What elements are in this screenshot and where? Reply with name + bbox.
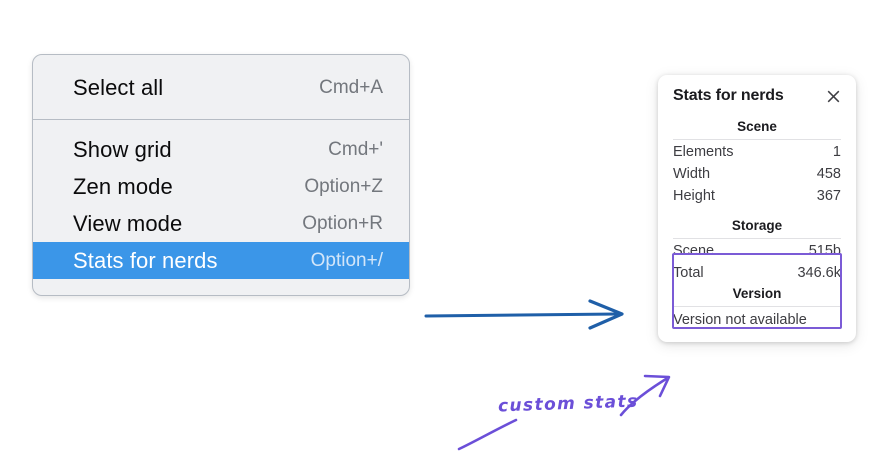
stat-row-width: Width 458 [658,163,856,185]
stat-key: Width [673,166,711,182]
menu-item-shortcut: Cmd+A [319,76,383,98]
section-rule [673,238,841,239]
section-heading: Version [732,286,782,301]
menu-item-shortcut: Option+/ [310,249,383,271]
menu-item-view-mode[interactable]: View mode Option+R [33,205,409,242]
annotation-label-custom-stats: custom stats [497,391,639,417]
section-rule [673,306,841,307]
section-storage: Storage Scene 515b Total 346.6k [658,216,856,284]
stats-panel-title: Stats for nerds [673,87,784,104]
menu-group-1: Select all Cmd+A [33,55,409,119]
stat-value: 1 [832,144,841,160]
callout-tail-stroke [457,418,518,451]
stat-value: 367 [816,188,841,204]
stat-value: 346.6k [797,265,841,281]
menu-group-2: Show grid Cmd+' Zen mode Option+Z View m… [33,120,409,295]
context-menu[interactable]: Select all Cmd+A Show grid Cmd+' Zen mod… [32,54,410,296]
menu-item-shortcut: Option+Z [304,175,383,197]
stat-key: Elements [673,144,734,160]
arrow-right-icon [424,299,624,330]
stat-key: Total [673,265,704,281]
stat-row-height: Height 367 [658,185,856,207]
stats-panel-header: Stats for nerds [658,87,856,105]
menu-item-stats-for-nerds[interactable]: Stats for nerds Option+/ [33,242,409,279]
section-heading: Storage [731,218,783,233]
stat-key: Scene [673,243,715,259]
menu-item-label: Show grid [73,136,172,162]
menu-item-select-all[interactable]: Select all Cmd+A [33,69,409,106]
menu-item-zen-mode[interactable]: Zen mode Option+Z [33,168,409,205]
stat-row-storage-scene: Scene 515b [658,240,856,262]
stat-row-storage-total: Total 346.6k [658,262,856,284]
menu-footer-spacer [33,279,409,295]
stat-key: Height [673,188,715,204]
stat-value: 515b [808,243,841,259]
section-rule [673,139,841,140]
section-version: Version Version not available [658,284,856,330]
menu-item-shortcut: Option+R [302,212,383,234]
section-scene: Scene Elements 1 Width 458 Height 367 [658,117,856,207]
custom-stats-region: Storage Scene 515b Total 346.6k Version … [658,207,856,330]
menu-item-label: Zen mode [73,173,173,199]
menu-item-label: Select all [73,74,164,100]
version-status-text: Version not available [673,312,807,328]
stat-value: 458 [816,166,841,182]
section-heading: Scene [737,119,777,134]
menu-item-shortcut: Cmd+' [328,138,383,160]
stats-for-nerds-panel: Stats for nerds Scene Elements 1 Width 4… [658,75,856,342]
stat-row-elements: Elements 1 [658,141,856,163]
menu-divider [33,119,409,120]
close-icon[interactable] [825,88,842,105]
menu-item-label: View mode [73,210,183,236]
menu-item-show-grid[interactable]: Show grid Cmd+' [33,131,409,168]
menu-item-label: Stats for nerds [73,247,218,273]
